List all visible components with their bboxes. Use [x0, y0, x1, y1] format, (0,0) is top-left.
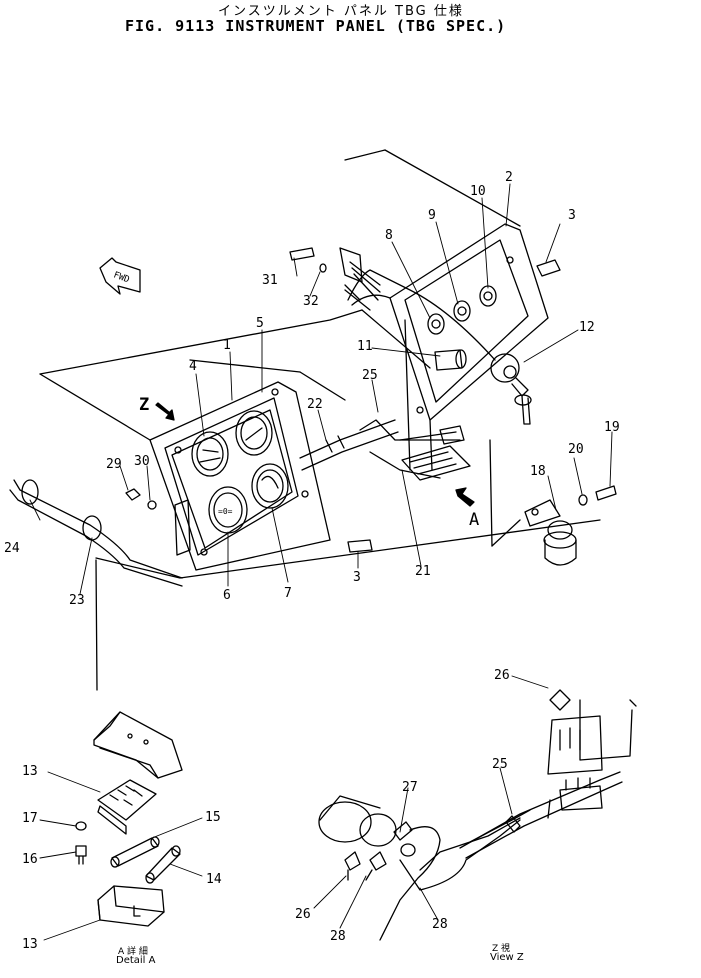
instrument-panel-plate [149, 381, 331, 571]
callout-7: 7 [284, 586, 292, 601]
screw-16 [75, 845, 87, 865]
callout-30: 30 [134, 454, 150, 469]
washer-17 [75, 821, 87, 831]
callout-9: 9 [428, 208, 436, 223]
callout-28-left: 28 [330, 929, 346, 944]
callout-28-right: 28 [432, 917, 448, 932]
callout-21: 21 [415, 564, 431, 579]
view-z-caption: View Z [490, 952, 524, 963]
callout-labels: 1 2 3 3 4 5 6 7 8 9 10 11 12 13 13 14 15… [4, 170, 620, 952]
callout-13-upper: 13 [22, 764, 38, 779]
fuse-14 [145, 845, 181, 884]
callout-23: 23 [69, 593, 85, 608]
callout-27: 27 [402, 780, 418, 795]
detail-a-caption: Detail A [116, 955, 156, 966]
callout-31: 31 [262, 273, 278, 288]
gauge-7 [251, 463, 289, 509]
callout-5: 5 [256, 316, 264, 331]
callout-25-upper: 25 [362, 368, 378, 383]
dashboard-outline [39, 149, 601, 691]
wire-to-starter-switch [489, 439, 521, 547]
indicator-lamp-11 [434, 349, 467, 371]
callout-3-lower: 3 [353, 570, 361, 585]
wiring-loom [339, 247, 496, 361]
conduit-24 [9, 479, 183, 587]
callout-14: 14 [206, 872, 222, 887]
gauge-6-label: =0= [218, 507, 233, 516]
callout-3-upper: 3 [568, 208, 576, 223]
switch-panel-plate [389, 223, 549, 471]
view-a-marker: A [469, 510, 479, 530]
callout-20: 20 [568, 442, 584, 457]
callout-8: 8 [385, 228, 393, 243]
view-z-caption-jp: Z 視 [492, 944, 511, 954]
callout-16: 16 [22, 852, 38, 867]
callout-6: 6 [223, 588, 231, 603]
washer-20 [578, 494, 588, 506]
harness-25 [299, 419, 461, 479]
fuse-15 [110, 836, 160, 868]
callout-1: 1 [223, 338, 231, 353]
callout-15: 15 [205, 810, 221, 825]
callout-26-lower: 26 [295, 907, 311, 922]
bulb-socket-27 [393, 821, 416, 857]
key-switch-12 [490, 353, 532, 425]
bolt-19 [595, 485, 617, 501]
callout-32: 32 [303, 294, 319, 309]
callout-10: 10 [470, 184, 486, 199]
callout-24: 24 [4, 541, 20, 556]
callout-29: 29 [106, 457, 122, 472]
callout-12: 12 [579, 320, 595, 335]
fuse-box-cover-lower [97, 885, 165, 927]
callout-17: 17 [22, 811, 38, 826]
fwd-arrow-icon [99, 257, 141, 295]
gauge-5 [235, 410, 273, 456]
callout-26-upper: 26 [494, 668, 510, 683]
bulb-socket-26-lower [344, 851, 361, 881]
bolt-31 [289, 247, 315, 261]
callout-13-lower: 13 [22, 937, 38, 952]
view-a-arrow-icon [455, 487, 475, 507]
detail-a-caption-jp: A 詳 細 [118, 947, 148, 957]
view-z-arrow-icon [155, 402, 175, 421]
view-z-wiring [379, 809, 531, 941]
fuse-holder-13 [97, 779, 157, 835]
bolt-3-upper [536, 259, 561, 277]
washer-32 [319, 263, 327, 273]
fuse-box-21 [401, 425, 471, 481]
view-z-marker: Z [139, 395, 149, 415]
fwd-label: FWD [112, 270, 131, 285]
callout-22: 22 [307, 397, 323, 412]
callout-25-lower: 25 [492, 757, 508, 772]
callout-2: 2 [505, 170, 513, 185]
callout-11: 11 [357, 339, 373, 354]
view-z-gauge-body [318, 795, 397, 847]
bulb-socket-28 [365, 851, 387, 881]
connector-harness-right [547, 689, 637, 819]
callout-18: 18 [530, 464, 546, 479]
leader-lines [29, 183, 613, 941]
starter-switch-18 [524, 499, 577, 566]
nut-29 [125, 488, 141, 501]
bolt-3-lower [347, 539, 373, 553]
fuse-box-cover-upper [93, 711, 183, 779]
figure-title-japanese: インスツルメント パネル TBG 仕様 [218, 4, 464, 19]
gauge-4 [191, 431, 229, 477]
harness-25-view-z [459, 771, 623, 859]
figure-title: FIG. 9113 INSTRUMENT PANEL (TBG SPEC.) [125, 17, 507, 35]
callout-19: 19 [604, 420, 620, 435]
washer-30 [147, 500, 157, 510]
callout-4: 4 [189, 359, 197, 374]
